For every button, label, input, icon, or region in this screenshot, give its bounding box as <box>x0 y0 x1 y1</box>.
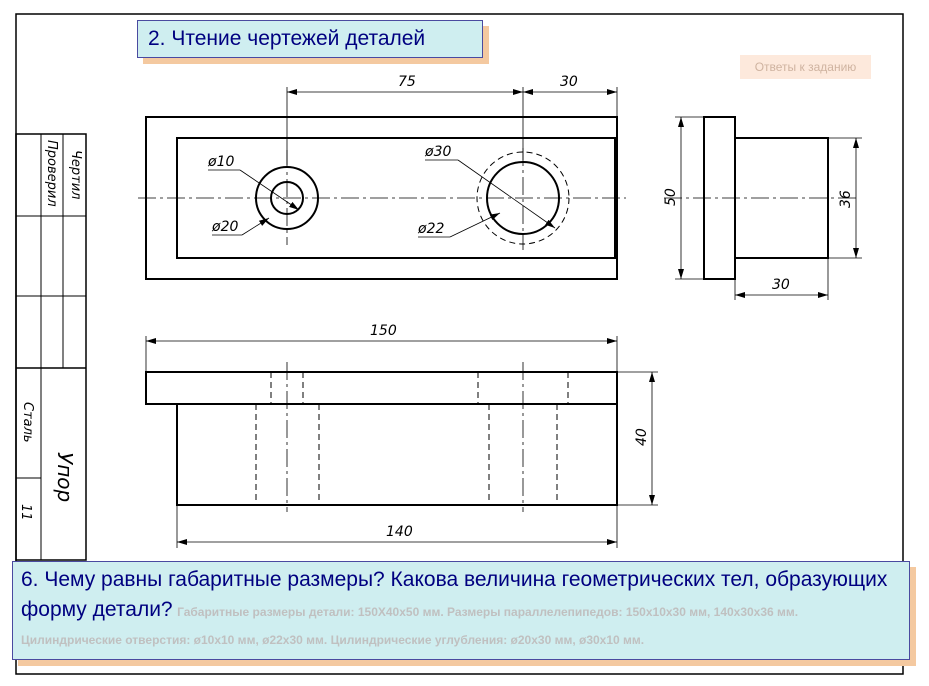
dim-hole-spacing: 75 <box>398 74 416 90</box>
top-view <box>138 87 626 280</box>
dim-hole-to-edge: 30 <box>560 74 578 90</box>
checked-label: Проверил <box>44 140 59 207</box>
question-box: 6. Чему равны габаритные размеры? Какова… <box>12 561 910 660</box>
part-name: Упор <box>53 452 77 502</box>
drawn-label: Чертил <box>68 150 83 200</box>
dim-hole1-inner: ø10 <box>207 154 234 170</box>
dim-hole2-outer: ø30 <box>424 144 451 160</box>
title-block <box>15 133 87 561</box>
material-label: Сталь <box>20 402 35 443</box>
dim-hole1-outer: ø20 <box>211 219 238 235</box>
answer-text: Габаритные размеры детали: 150X40x50 мм.… <box>21 605 799 647</box>
dim-overall-height: 40 <box>634 428 650 446</box>
dim-boss-width: 30 <box>772 277 790 293</box>
dim-boss-height: 36 <box>838 190 854 208</box>
dim-hole2-inner: ø22 <box>417 221 444 237</box>
dim-side-height: 50 <box>663 188 679 206</box>
front-view <box>145 336 658 548</box>
slide-title: 2. Чтение чертежей деталей <box>148 27 426 50</box>
dim-base-length: 140 <box>386 524 413 540</box>
sheet-number: 11 <box>18 504 33 521</box>
answers-button[interactable]: Ответы к заданию <box>740 55 871 79</box>
dim-overall-length: 150 <box>370 323 397 339</box>
side-view <box>664 116 862 300</box>
question-text: 6. Чему равны габаритные размеры? Какова… <box>21 568 888 621</box>
slide-title-box: 2. Чтение чертежей деталей <box>137 20 483 58</box>
